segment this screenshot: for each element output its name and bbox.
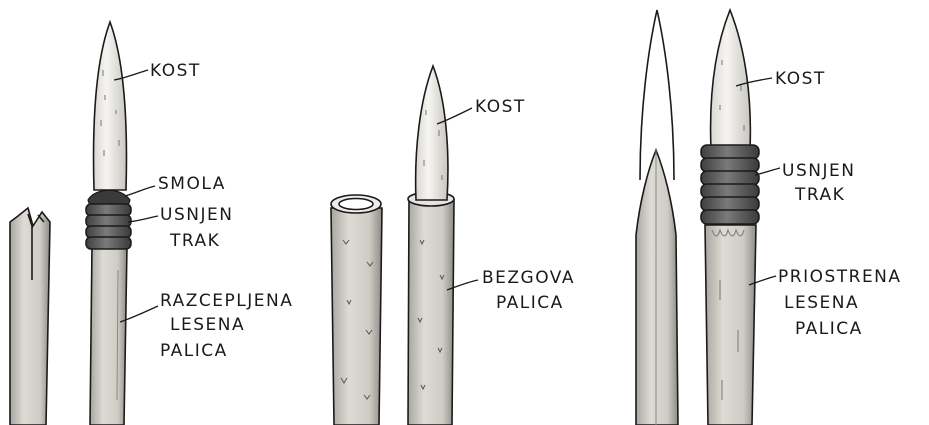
middle-label-stick-1: BEZGOVA [482, 268, 575, 288]
spear-left-shaft [90, 245, 127, 425]
left-label-leather-1: USNJEN [160, 205, 233, 225]
right-label-stick-2: LESENA [784, 293, 859, 313]
right-label-stick-1: PRIOSTRENA [778, 267, 902, 287]
split-stick-drawing [10, 208, 50, 425]
left-label-resin: SMOLA [158, 174, 226, 194]
middle-label-bone: KOST [475, 97, 526, 117]
spear-right-leather-wrap [701, 145, 759, 224]
middle-label-stick-2: PALICA [496, 293, 564, 313]
spear-right-shaft [705, 225, 756, 425]
right-label-leather-1: USNJEN [782, 161, 855, 181]
sharpened-stick-drawing [636, 10, 678, 425]
right-label-bone: KOST [775, 69, 826, 89]
spear-left-bone-point [94, 22, 127, 190]
right-label-stick-3: PALICA [795, 319, 863, 339]
panel-middle: KOST BEZGOVA PALICA [331, 66, 575, 425]
spear-middle-bone-point [416, 66, 448, 200]
panel-right: KOST USNJEN TRAK PRIOSTRENA LESENA PALIC… [636, 10, 902, 425]
spear-left-leather-wrap [86, 204, 131, 249]
left-label-stick-2: LESENA [170, 315, 245, 335]
elder-stick-drawing [331, 195, 382, 425]
panel-left: KOST SMOLA USNJEN TRAK RAZCEPLJENA LESEN… [10, 22, 293, 425]
left-label-stick-1: RAZCEPLJENA [160, 291, 293, 311]
spear-middle-shaft [408, 192, 454, 425]
left-label-bone: KOST [150, 61, 201, 81]
left-label-stick-3: PALICA [160, 341, 228, 361]
left-label-leather-2: TRAK [169, 231, 220, 251]
right-label-leather-2: TRAK [794, 185, 845, 205]
